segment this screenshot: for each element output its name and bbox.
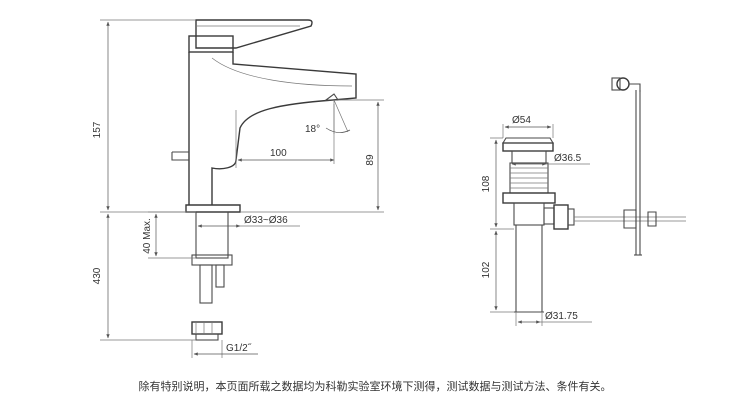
label-89: 89 bbox=[365, 154, 376, 166]
label-157: 157 bbox=[92, 121, 103, 138]
label-430: 430 bbox=[92, 267, 103, 284]
faucet-labels: 157 430 40 Max. 100 89 18° Ø33~Ø36 G1/2˝ bbox=[92, 121, 376, 354]
label-100: 100 bbox=[270, 148, 287, 159]
label-d31-75: Ø31.75 bbox=[545, 311, 578, 322]
label-102: 102 bbox=[481, 261, 492, 278]
drain-body bbox=[502, 77, 686, 313]
label-d54: Ø54 bbox=[512, 115, 531, 126]
label-40-max: 40 Max. bbox=[142, 218, 153, 254]
drain-labels: Ø54 Ø36.5 108 102 Ø31.75 bbox=[481, 115, 582, 322]
label-d36-5: Ø36.5 bbox=[554, 153, 582, 164]
faucet-dimensions bbox=[100, 19, 384, 358]
faucet-body bbox=[171, 19, 357, 341]
label-108: 108 bbox=[481, 175, 492, 192]
footnote: 除有特别说明，本页面所载之数据均为科勒实验室环境下测得，测试数据与测试方法、条件… bbox=[138, 380, 612, 393]
drain-dimensions bbox=[490, 124, 592, 326]
label-hole-diameter: Ø33~Ø36 bbox=[244, 215, 288, 226]
label-g12: G1/2˝ bbox=[226, 342, 252, 354]
label-18-deg: 18° bbox=[305, 124, 320, 135]
